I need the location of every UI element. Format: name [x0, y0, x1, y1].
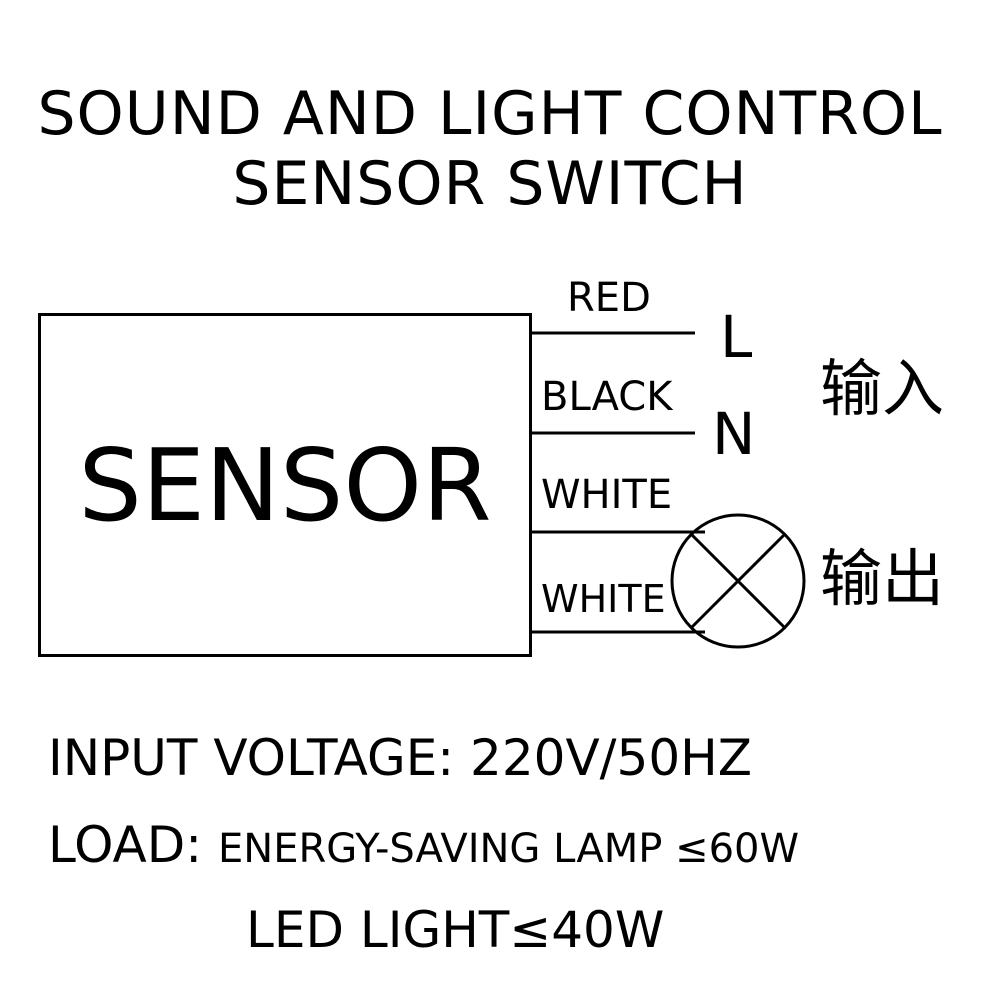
sensor-box [38, 313, 532, 657]
terminal-live: L [720, 303, 753, 371]
wire-label-white-2: WHITE [541, 577, 666, 621]
sensor-label: SENSOR [78, 427, 492, 544]
spec-load: LOAD: ENERGY-SAVING LAMP ≤60W [48, 820, 799, 870]
terminal-neutral: N [712, 400, 756, 468]
wire-label-white-1: WHITE [541, 472, 673, 518]
spec-load-value: ENERGY-SAVING LAMP ≤60W [218, 826, 800, 872]
output-label: 输出 [820, 542, 945, 615]
wire-label-red: RED [567, 275, 651, 321]
title-line-1: SOUND AND LIGHT CONTROL [37, 79, 943, 149]
spec-input-voltage: INPUT VOLTAGE: 220V/50HZ [48, 729, 753, 787]
wire-label-black: BLACK [541, 374, 673, 420]
lamp-icon [670, 513, 806, 649]
spec-led-light: LED LIGHT≤40W [246, 901, 665, 959]
title-line-2: SENSOR SWITCH [232, 149, 748, 219]
spec-load-label: LOAD: [48, 816, 203, 874]
input-label: 输入 [820, 352, 945, 425]
